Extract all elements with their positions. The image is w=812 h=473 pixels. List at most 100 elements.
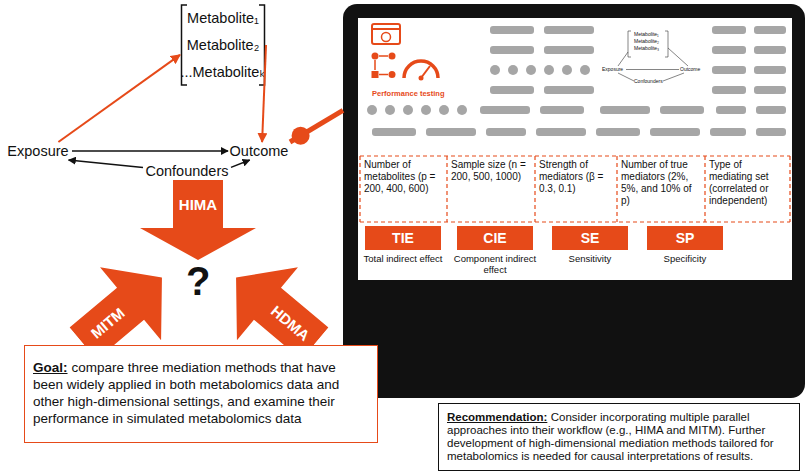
metric-text: Total indirect effect [361, 254, 445, 265]
note-part: Goal: [33, 360, 68, 375]
node-label: Exposure [7, 143, 68, 159]
mini-line [626, 69, 679, 70]
metric-box: TIE Total indirect effect [361, 226, 445, 278]
note-text: Recommendation:Consider incorporating mu… [447, 411, 791, 464]
dashed-rule [359, 156, 360, 222]
gauge-hub [419, 76, 424, 81]
metric-text: TIE [365, 226, 441, 250]
monitor-screen: Performance testingNumber of metabolites… [343, 4, 805, 398]
metric-text: Specificity [643, 254, 727, 265]
placeholder-bar [716, 106, 746, 114]
connector [72, 150, 228, 152]
mini-bracket [628, 31, 631, 57]
browser-icon [372, 24, 400, 44]
mini-label: Metabolite₁ [634, 32, 659, 37]
placeholder-dot [562, 65, 572, 75]
metric-box: SE Sensitivity [548, 226, 632, 278]
metric-text: Sensitivity [548, 254, 632, 265]
placeholder-dot [403, 105, 413, 115]
metabolite-label: Metabolite₂ [187, 37, 260, 53]
metabolite-label: ...Metaboliteₖ [180, 64, 265, 80]
confounder-node: Confounders [143, 162, 231, 180]
placeholder-dot [439, 105, 449, 115]
connector-group [58, 55, 180, 142]
mini-line [663, 73, 684, 81]
dashed-rule [616, 156, 617, 222]
parameter-text: Number of metabolites (p = 200, 400, 600… [364, 159, 443, 195]
mini-label: Metabolite₃ [634, 46, 659, 51]
node-label: Confounders [145, 163, 228, 179]
metric-box: SP Specificity [643, 226, 727, 278]
arrow-shape [140, 180, 256, 260]
dashed-rule [534, 156, 535, 222]
placeholder-dot [367, 105, 377, 115]
connector-group [69, 160, 143, 167]
connector [69, 160, 143, 167]
placeholder-bar [712, 46, 746, 54]
mini-bracket [665, 31, 668, 57]
flow-icon [379, 55, 388, 57]
monitor-display [358, 18, 792, 280]
parameter-text: Strength of mediators (β = 0.3, 0.1) [539, 159, 613, 195]
placeholder-dot [457, 105, 467, 115]
connector [290, 110, 343, 142]
note-part: compare three mediation methods that hav… [33, 360, 339, 426]
connector-group [231, 160, 250, 167]
placeholder-dot [490, 65, 500, 75]
mini-label: Metabolite₂ [634, 39, 659, 44]
placeholder-dot [544, 65, 554, 75]
placeholder-bar [756, 128, 786, 136]
placeholder-bar [660, 106, 704, 114]
gauge-icon [404, 61, 438, 78]
metric-text: CIE [457, 226, 533, 250]
dashed-rule [360, 155, 790, 156]
note-text: Goal:compare three mediation methods tha… [33, 360, 369, 428]
placeholder-bar [544, 46, 594, 54]
dashed-rule [704, 156, 705, 222]
placeholder-dot [421, 105, 431, 115]
exposure-node: Exposure [4, 142, 72, 160]
block-arrow [140, 180, 256, 260]
connector [231, 160, 250, 167]
dashed-rule [789, 156, 790, 222]
mini-label: Outcome [680, 67, 700, 72]
placeholder-bar [712, 86, 746, 94]
placeholder-bar [712, 26, 746, 34]
connector-group [290, 110, 343, 144]
parameter-cell: Number of metabolites (p = 200, 400, 600… [360, 156, 447, 222]
node-label: Outcome [230, 143, 289, 159]
metabolite-label: Metabolite₁ [187, 10, 259, 26]
mini-line [618, 52, 628, 66]
flow-icon [374, 60, 376, 70]
parameter-text: Sample size (n = 200, 500, 1000) [451, 159, 531, 183]
placeholder-bar [600, 106, 650, 114]
metric-text: SE [552, 226, 628, 250]
placeholder-bar [486, 128, 526, 136]
table-grid [360, 156, 790, 222]
parameter-cell: Strength of mediators (β = 0.3, 0.1) [535, 156, 617, 222]
placeholder-bar [756, 106, 786, 114]
connector [58, 55, 180, 142]
placeholder-bar [540, 106, 584, 114]
parameter-text: Number of true mediators (2%, 5%, and 10… [621, 159, 701, 207]
placeholder-bar [596, 128, 640, 136]
note-part: Recommendation: [447, 411, 547, 423]
metric-text: SP [647, 226, 723, 250]
placeholder-bar [544, 86, 594, 94]
placeholder-bar [710, 128, 746, 136]
metabolite-list: Metabolite₁ Metabolite₂ ...Metaboliteₖ [180, 4, 266, 86]
placeholder-bar [544, 26, 594, 34]
browser-icon [372, 28, 400, 30]
monitor-frame [343, 4, 805, 398]
placeholder-bar [754, 46, 786, 54]
flow-icon [389, 71, 396, 78]
placeholder-bar [426, 128, 476, 136]
outcome-node: Outcome [228, 142, 290, 160]
placeholder-bar [490, 26, 534, 34]
mini-line [668, 48, 688, 66]
flow-icon [379, 74, 388, 76]
mini-label: Confounders [634, 79, 663, 84]
metric-text: Component indirect effect [453, 254, 537, 276]
placeholder-bar [490, 86, 534, 94]
